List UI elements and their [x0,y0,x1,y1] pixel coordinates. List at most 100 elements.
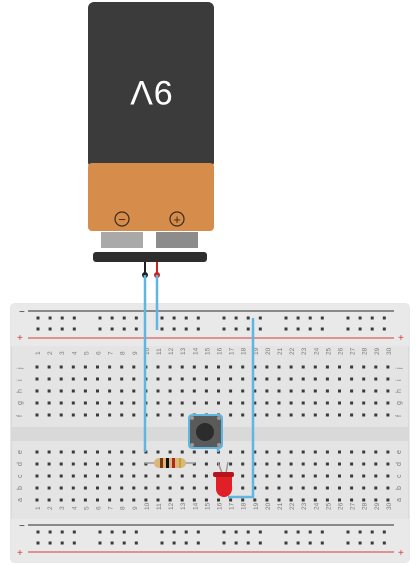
breadboard-hole[interactable] [59,498,63,502]
breadboard-hole[interactable] [338,377,341,381]
breadboard-hole[interactable] [108,389,112,393]
breadboard-hole[interactable] [374,365,378,369]
breadboard-hole[interactable] [83,413,87,417]
breadboard-hole[interactable] [132,462,136,466]
breadboard-hole[interactable] [246,530,250,534]
breadboard-hole[interactable] [96,486,99,490]
breadboard-hole[interactable] [277,474,281,478]
breadboard-hole[interactable] [204,462,208,466]
breadboard-hole[interactable] [47,474,51,478]
breadboard-hole[interactable] [350,413,354,417]
breadboard-hole[interactable] [120,486,124,490]
breadboard-hole[interactable] [277,401,281,405]
breadboard-hole[interactable] [35,450,39,454]
breadboard-hole[interactable] [204,498,208,502]
breadboard-hole[interactable] [156,401,160,405]
breadboard-hole[interactable] [386,474,390,478]
breadboard-hole[interactable] [83,462,87,466]
breadboard-hole[interactable] [204,389,208,393]
breadboard-hole[interactable] [217,401,220,405]
breadboard-hole[interactable] [156,450,160,454]
breadboard-hole[interactable] [35,377,39,381]
breadboard-hole[interactable] [241,474,245,478]
breadboard-hole[interactable] [59,474,63,478]
breadboard-hole[interactable] [325,377,329,381]
breadboard-hole[interactable] [289,486,293,490]
breadboard-hole[interactable] [308,541,312,545]
breadboard-hole[interactable] [110,327,114,331]
breadboard-hole[interactable] [168,365,172,369]
breadboard-hole[interactable] [122,541,126,545]
breadboard-hole[interactable] [289,365,293,369]
breadboard-hole[interactable] [180,450,184,454]
breadboard-hole[interactable] [241,462,245,466]
breadboard-hole[interactable] [308,530,312,534]
breadboard-hole[interactable] [362,474,366,478]
breadboard-hole[interactable] [265,377,269,381]
breadboard-hole[interactable] [338,401,341,405]
breadboard-hole[interactable] [83,389,87,393]
breadboard-hole[interactable] [222,316,226,320]
breadboard-hole[interactable] [59,389,63,393]
breadboard-hole[interactable] [325,413,329,417]
breadboard-hole[interactable] [204,401,208,405]
breadboard-hole[interactable] [265,389,269,393]
breadboard-hole[interactable] [96,450,99,454]
breadboard-hole[interactable] [313,389,317,393]
breadboard-hole[interactable] [156,474,160,478]
breadboard-hole[interactable] [265,474,269,478]
resistor[interactable] [145,458,195,468]
breadboard-hole[interactable] [108,365,112,369]
breadboard-hole[interactable] [72,327,76,331]
breadboard-hole[interactable] [204,450,208,454]
breadboard-hole[interactable] [325,389,329,393]
breadboard-hole[interactable] [110,541,114,545]
breadboard-hole[interactable] [374,401,378,405]
breadboard-hole[interactable] [229,413,233,417]
breadboard-hole[interactable] [246,316,250,320]
breadboard-hole[interactable] [386,413,390,417]
breadboard-hole[interactable] [71,365,75,369]
breadboard-hole[interactable] [180,486,184,490]
breadboard-hole[interactable] [217,389,220,393]
breadboard-hole[interactable] [338,450,341,454]
breadboard-hole[interactable] [374,413,378,417]
breadboard-hole[interactable] [258,327,262,331]
breadboard-hole[interactable] [350,486,354,490]
battery-9v[interactable]: − + [88,2,214,278]
breadboard-hole[interactable] [83,377,87,381]
breadboard-hole[interactable] [83,498,87,502]
breadboard-hole[interactable] [71,450,75,454]
breadboard-hole[interactable] [48,316,52,320]
breadboard-hole[interactable] [320,327,324,331]
breadboard-hole[interactable] [301,389,305,393]
breadboard-hole[interactable] [258,541,262,545]
breadboard-hole[interactable] [229,450,233,454]
breadboard-hole[interactable] [96,498,99,502]
breadboard-hole[interactable] [253,474,257,478]
breadboard-hole[interactable] [346,541,350,545]
breadboard-hole[interactable] [338,474,341,478]
breadboard-hole[interactable] [277,498,281,502]
breadboard-hole[interactable] [253,450,257,454]
breadboard-hole[interactable] [134,541,138,545]
breadboard-hole[interactable] [346,327,350,331]
breadboard-hole[interactable] [35,413,39,417]
breadboard-hole[interactable] [346,530,350,534]
breadboard-hole[interactable] [350,450,354,454]
breadboard-hole[interactable] [374,377,378,381]
breadboard-hole[interactable] [59,462,63,466]
breadboard-hole[interactable] [320,316,324,320]
breadboard-hole[interactable] [71,401,75,405]
breadboard-hole[interactable] [180,413,184,417]
breadboard-hole[interactable] [289,377,293,381]
breadboard-hole[interactable] [144,486,148,490]
breadboard-hole[interactable] [98,530,102,534]
breadboard-hole[interactable] [108,486,112,490]
breadboard-hole[interactable] [325,474,329,478]
breadboard-hole[interactable] [132,413,136,417]
breadboard-hole[interactable] [320,541,324,545]
breadboard-hole[interactable] [72,541,76,545]
breadboard-hole[interactable] [350,462,354,466]
breadboard-hole[interactable] [71,389,75,393]
